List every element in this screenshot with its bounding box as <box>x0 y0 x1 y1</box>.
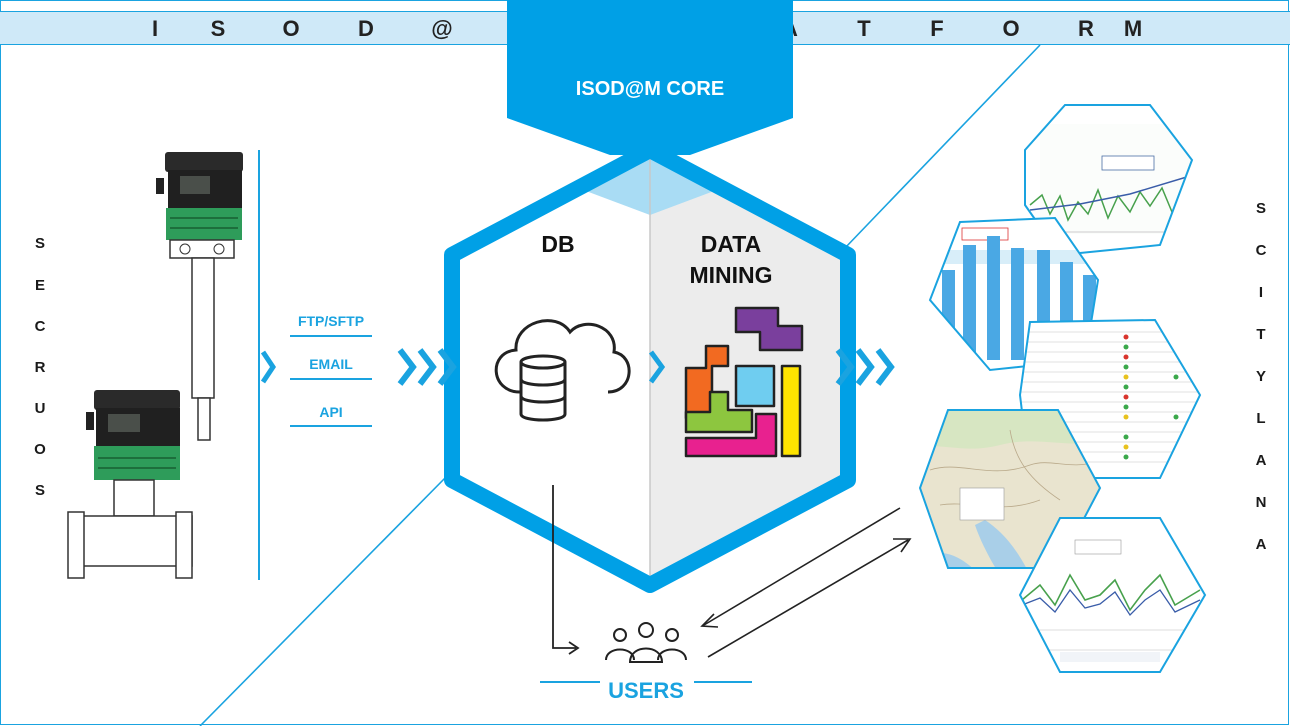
banner-letter: I <box>151 16 159 41</box>
db-label: DB <box>541 231 575 257</box>
sources-letter: S <box>34 482 45 499</box>
banner-letter: F <box>930 16 944 41</box>
data-mining-label-line1: DATA <box>700 231 762 257</box>
protocol-rule <box>290 425 372 427</box>
users-icon <box>605 622 687 663</box>
banner-letter: D <box>358 16 374 41</box>
db-to-users-arrow <box>552 485 580 655</box>
banner-letter: O <box>1002 16 1020 41</box>
flow-meter-top <box>156 152 243 441</box>
analytics-letter: C <box>1255 242 1267 259</box>
sources-letter: O <box>34 441 46 458</box>
banner-letter: T <box>857 16 871 41</box>
analytics-letter: T <box>1256 326 1266 343</box>
protocol-rule <box>290 378 372 380</box>
chevrons-right-icon <box>397 348 457 386</box>
core-block <box>507 0 793 155</box>
flow-meter-bottom <box>67 390 193 579</box>
sources-letter: U <box>34 400 46 417</box>
sources-letter: C <box>34 318 46 335</box>
sources-letter: S <box>34 235 45 252</box>
chevrons-right-icon <box>835 348 895 386</box>
banner-letter: O <box>282 16 300 41</box>
protocol-rule <box>290 335 372 337</box>
data-mining-label-line2: MINING <box>689 262 773 288</box>
cloud-database-icon <box>494 319 631 422</box>
analytics-letter: A <box>1255 452 1267 469</box>
protocol-ftp-sftp: FTP/SFTP <box>297 313 365 329</box>
core-label: ISOD@M CORE <box>575 78 725 100</box>
protocol-email: EMAIL <box>309 356 353 372</box>
chevron-right-icon <box>260 350 277 384</box>
hexagon-outline <box>444 142 856 593</box>
banner-letter: M <box>1123 16 1143 41</box>
sources-letter: R <box>34 359 46 376</box>
analytics-letter: I <box>1258 284 1264 301</box>
analytics-letter: L <box>1256 410 1266 427</box>
perspective-line <box>199 474 449 726</box>
analytics-hex-bar-chart <box>928 216 1100 372</box>
sources-letter: E <box>34 277 45 294</box>
analytics-hex-trend-chart <box>1018 517 1207 673</box>
data-mining-puzzle-icon <box>684 306 804 458</box>
banner-letter: S <box>210 16 226 41</box>
chevron-right-icon <box>648 350 666 384</box>
perspective-line <box>844 44 1041 249</box>
protocol-api: API <box>319 404 343 420</box>
analytics-letter: N <box>1255 494 1267 511</box>
users-label: USERS <box>608 678 684 703</box>
analytics-to-users-arrow <box>700 507 901 628</box>
users-to-analytics-arrow <box>707 538 912 658</box>
analytics-hex-line-chart <box>1024 104 1194 257</box>
banner-letter: @ <box>431 16 453 41</box>
analytics-letter: A <box>1255 536 1267 553</box>
analytics-letter: S <box>1255 200 1266 217</box>
analytics-letter: Y <box>1255 368 1266 385</box>
banner-letter: R <box>1078 16 1094 41</box>
